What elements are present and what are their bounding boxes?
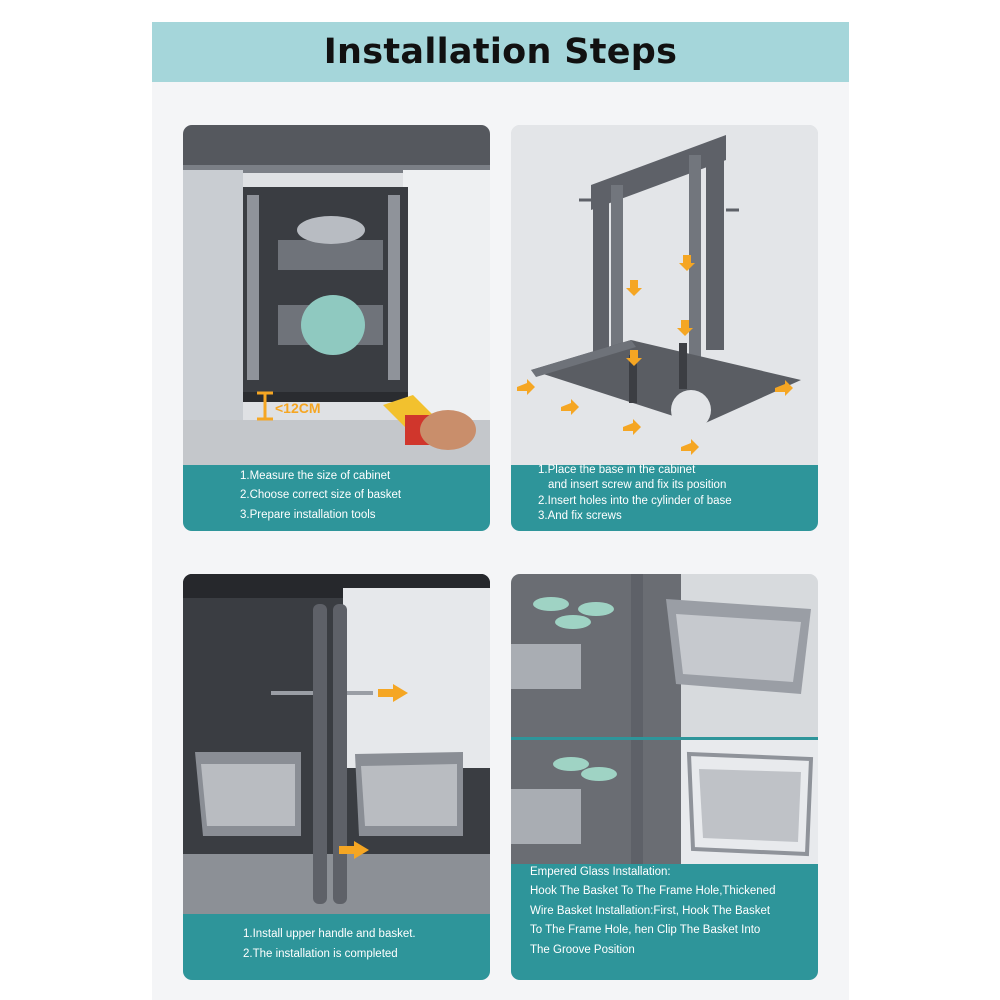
handle-basket-photo [183,574,490,914]
caption-line: 3.And fix screws [538,510,622,522]
step-card-measure: <12CM 1.Measure the size of cabinet 2.Ch… [183,125,490,531]
caption-line: To The Frame Hole, hen Clip The Basket I… [530,924,761,936]
base-frame-diagram [511,125,818,465]
caption-line: 3.Prepare installation tools [240,509,376,521]
caption-line: 2.Insert holes into the cylinder of base [538,495,732,507]
caption-line: 2.The installation is completed [243,948,398,960]
caption-line: The Groove Position [530,944,635,956]
step-4-caption: Empered Glass Installation: Hook The Bas… [511,864,818,980]
measure-label: <12CM [275,400,321,416]
step-2-caption: 1.Place the base in the cabinet and inse… [511,464,818,531]
step-card-base: 1.Place the base in the cabinet and inse… [511,125,818,531]
caption-line: 1.Place the base in the cabinet [538,464,696,476]
step-3-caption: 1.Install upper handle and basket. 2.The… [183,914,490,980]
step-1-caption: 1.Measure the size of cabinet 2.Choose c… [183,465,490,531]
header-banner: Installation Steps [152,22,849,82]
caption-line: 1.Measure the size of cabinet [240,470,391,482]
caption-line: Empered Glass Installation: [530,866,671,878]
step-card-handle: 1.Install upper handle and basket. 2.The… [183,574,490,980]
caption-line: Hook The Basket To The Frame Hole,Thicke… [530,885,776,897]
caption-line: and insert screw and fix its position [548,479,727,491]
step-card-basket-types: Empered Glass Installation: Hook The Bas… [511,574,818,980]
caption-line: 2.Choose correct size of basket [240,489,402,501]
page-title: Installation Steps [323,32,678,72]
basket-types-photo [511,574,818,864]
caption-line: 1.Install upper handle and basket. [243,928,416,940]
measure-cabinet-photo: <12CM [183,125,490,465]
caption-line: Wire Basket Installation:First, Hook The… [530,905,771,917]
